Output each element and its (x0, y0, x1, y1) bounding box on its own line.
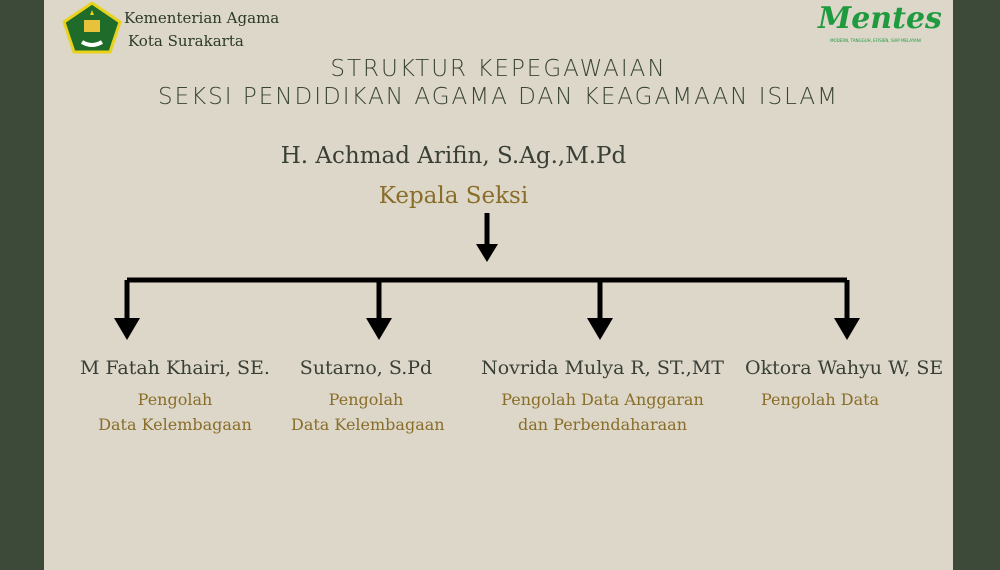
staff-role-2: Data Kelembagaan (291, 415, 445, 434)
org-name: Kementerian Agama (124, 9, 280, 27)
kemenag-logo-icon (62, 2, 122, 54)
staff-role: Pengolah Data (761, 390, 880, 409)
staff-role: Pengolah (137, 390, 213, 409)
page-title-line2: SEKSI PENDIDIKAN AGAMA DAN KEAGAMAAN ISL… (157, 84, 840, 110)
staff-name: Sutarno, S.Pd (299, 357, 433, 379)
org-chart-page: Kementerian Agama Kota Surakarta Mentes … (44, 0, 953, 570)
staff-role-2: Data Kelembagaan (98, 415, 252, 434)
staff-card: M Fatah Khairi, SE. Pengolah Data Kelemb… (80, 357, 270, 437)
mentes-logo: Mentes MODERN, TANGGUH, EFISIEN, SIAP ME… (818, 1, 942, 43)
staff-role: Pengolah (328, 390, 404, 409)
org-city: Kota Surakarta (128, 32, 244, 50)
staff-card: Oktora Wahyu W, SE Pengolah Data (745, 357, 943, 412)
staff-name: M Fatah Khairi, SE. (80, 357, 270, 379)
page-title-line1: STRUKTUR KEPEGAWAIAN (330, 56, 667, 82)
staff-card: Novrida Mulya R, ST.,MT Pengolah Data An… (480, 357, 725, 437)
staff-role-2: dan Perbendaharaan (517, 415, 687, 434)
staff-name: Novrida Mulya R, ST.,MT (481, 357, 724, 379)
hierarchy-connectors (114, 213, 860, 340)
staff-card: Sutarno, S.Pd Pengolah Data Kelembagaan (291, 357, 445, 437)
staff-role: Pengolah Data Anggaran (501, 390, 704, 409)
staff-name: Oktora Wahyu W, SE (745, 357, 944, 379)
head-name: H. Achmad Arifin, S.Ag.,M.Pd (280, 143, 627, 169)
head-role: Kepala Seksi (378, 183, 529, 209)
